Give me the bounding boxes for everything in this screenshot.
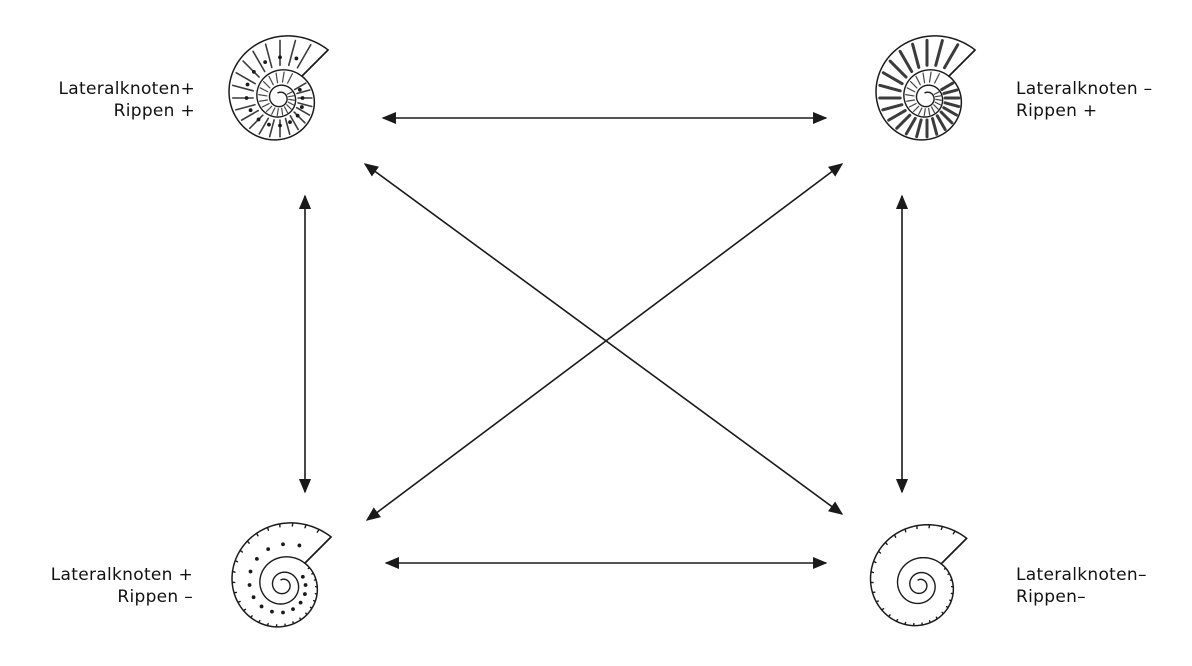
shell-keel-tick bbox=[300, 618, 301, 619]
shell-node bbox=[300, 105, 304, 109]
ammonite-ribbed-noded-icon bbox=[229, 36, 328, 140]
shell-node bbox=[266, 547, 270, 551]
shell-node bbox=[304, 583, 308, 587]
shell-node bbox=[255, 557, 259, 561]
shell-keel-tick bbox=[882, 609, 883, 610]
shell-rib-inner bbox=[288, 96, 293, 97]
shell-node bbox=[298, 88, 302, 92]
shell-node bbox=[296, 114, 300, 118]
shell-node bbox=[291, 607, 295, 611]
shell-keel-tick bbox=[306, 613, 307, 614]
label-top-left-line1: Lateralknoten+ bbox=[10, 78, 195, 100]
arrows-layer bbox=[305, 118, 902, 563]
shell-keel-tick bbox=[950, 600, 951, 601]
shell-node bbox=[270, 610, 274, 614]
shell-keel-tick bbox=[945, 569, 946, 570]
label-bottom-right: Lateralknoten– Rippen– bbox=[1016, 564, 1186, 608]
label-bottom-left: Lateralknoten + Rippen – bbox=[8, 564, 193, 608]
shell-node bbox=[297, 544, 301, 548]
label-top-left-line2: Rippen + bbox=[10, 100, 195, 122]
shell-keel-tick bbox=[305, 526, 306, 528]
shell-keel-tick bbox=[239, 601, 240, 602]
shell-node bbox=[257, 118, 261, 122]
shell-keel-tick bbox=[895, 536, 896, 538]
shell-keel-tick bbox=[236, 561, 238, 562]
shell-keel-tick bbox=[936, 617, 937, 618]
shell-outline bbox=[871, 525, 967, 626]
shell-keel-tick bbox=[905, 622, 906, 623]
shell-keel-tick bbox=[310, 607, 311, 608]
shell-keel-tick bbox=[314, 601, 315, 602]
shell-node bbox=[249, 108, 253, 112]
shell-node bbox=[252, 70, 256, 74]
shell-node bbox=[301, 575, 305, 579]
label-bottom-right-line2: Rippen– bbox=[1016, 586, 1186, 608]
shell-node bbox=[281, 542, 285, 546]
shell-node bbox=[252, 595, 256, 599]
shell-node bbox=[303, 592, 307, 596]
shell-node bbox=[267, 123, 271, 127]
shell-node bbox=[245, 96, 249, 100]
shell-keel-tick bbox=[877, 601, 878, 602]
shell-node bbox=[301, 96, 305, 100]
shell-keel-tick bbox=[897, 620, 898, 621]
ammonite-noded-smooth-icon bbox=[232, 523, 331, 627]
shell-keel-tick bbox=[259, 621, 260, 622]
shell-keel-tick bbox=[268, 528, 269, 530]
shell-keel-tick bbox=[941, 528, 942, 530]
shell-keel-tick bbox=[942, 612, 943, 613]
shell-keel-tick bbox=[308, 568, 309, 569]
shell-rib-inner bbox=[935, 96, 940, 97]
label-bottom-left-line1: Lateralknoten + bbox=[8, 564, 193, 586]
shell-keel-tick bbox=[317, 530, 318, 532]
shell-keel-tick bbox=[879, 552, 880, 553]
ammonite-smooth-icon bbox=[871, 525, 967, 626]
shell-keel-tick bbox=[257, 534, 258, 536]
shell-node bbox=[294, 57, 298, 61]
shell-keel-tick bbox=[947, 607, 948, 608]
shell-node bbox=[299, 601, 303, 605]
shell-keel-tick bbox=[248, 542, 249, 543]
shell-keel-tick bbox=[889, 615, 890, 616]
shell-keel-tick bbox=[251, 616, 252, 617]
label-top-right-line1: Lateralknoten – bbox=[1016, 78, 1186, 100]
shell-keel-tick bbox=[268, 624, 269, 625]
ammonite-ribbed-icon bbox=[876, 36, 975, 140]
shell-node bbox=[248, 583, 252, 587]
shell-node bbox=[288, 120, 292, 124]
arrow-top-left-to-bottom-right bbox=[365, 164, 842, 514]
shell-node bbox=[281, 611, 285, 615]
shell-keel-tick bbox=[241, 551, 242, 552]
label-top-right-line2: Rippen + bbox=[1016, 100, 1186, 122]
shell-node bbox=[278, 124, 282, 128]
label-bottom-right-line1: Lateralknoten– bbox=[1016, 564, 1186, 586]
shell-keel-tick bbox=[953, 532, 954, 534]
shell-keel-tick bbox=[874, 562, 876, 563]
shell-keel-tick bbox=[244, 609, 245, 610]
shell-node bbox=[249, 570, 253, 574]
shell-node bbox=[278, 55, 282, 59]
shell-keel-tick bbox=[886, 543, 887, 544]
shell-node bbox=[263, 60, 267, 64]
label-top-left: Lateralknoten+ Rippen + bbox=[10, 78, 195, 122]
label-bottom-left-line2: Rippen – bbox=[8, 586, 193, 608]
label-top-right: Lateralknoten – Rippen + bbox=[1016, 78, 1186, 122]
shell-node bbox=[246, 83, 250, 87]
shell-node bbox=[260, 605, 264, 609]
